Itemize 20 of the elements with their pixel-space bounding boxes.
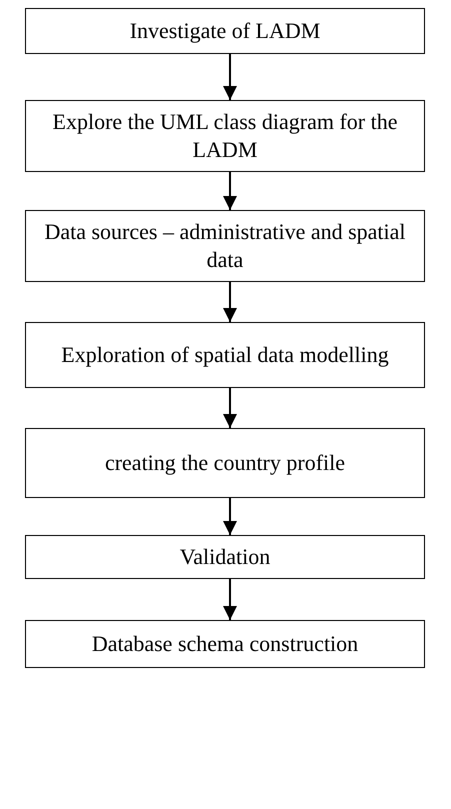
step-text: Validation bbox=[180, 543, 270, 571]
process-box bbox=[25, 8, 425, 54]
step-text: creating the country profile bbox=[104, 449, 346, 477]
arrow bbox=[223, 54, 237, 100]
step-text: Explore the UML class diagram for the LADM bbox=[52, 108, 398, 164]
process-box bbox=[25, 428, 425, 498]
step-text: Database schema construction bbox=[92, 630, 358, 658]
process-box bbox=[25, 322, 425, 388]
arrow bbox=[223, 172, 237, 210]
arrow bbox=[223, 498, 237, 535]
arrow bbox=[223, 282, 237, 322]
arrow bbox=[223, 579, 237, 620]
process-box bbox=[25, 535, 425, 579]
process-box bbox=[25, 210, 425, 282]
process-box bbox=[25, 100, 425, 172]
step-text: Investigate of LADM bbox=[130, 17, 320, 45]
step-text: Data sources – administrative and spatial data bbox=[43, 218, 407, 274]
step-text: Exploration of spatial data modelling bbox=[61, 341, 389, 369]
process-box bbox=[25, 620, 425, 668]
arrow bbox=[223, 388, 237, 428]
